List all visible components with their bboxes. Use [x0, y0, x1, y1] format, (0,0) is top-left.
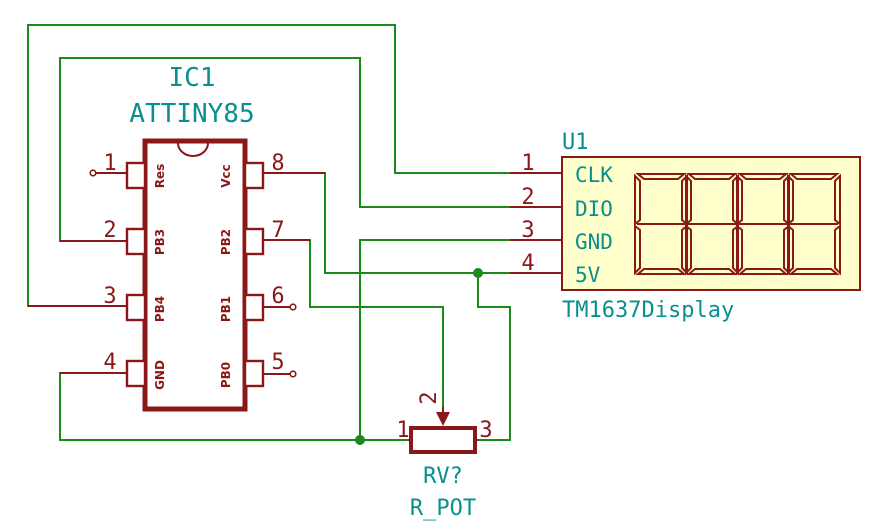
u1-pin-name: GND [575, 230, 613, 254]
u1-pin-name: CLK [575, 163, 613, 187]
ic1-body [142, 138, 248, 412]
ic1-pin-number: 4 [103, 350, 116, 375]
rv-pin-number: 2 [417, 391, 442, 404]
wire-gnd-display [359, 239, 510, 440]
rv-reference: RV? [423, 464, 463, 489]
pot-wiper-arrow [436, 412, 450, 426]
ic1-pin-number: 2 [103, 218, 116, 243]
junction-gnd [355, 435, 365, 445]
ic1-pad-5 [243, 359, 265, 388]
junction-5v [473, 268, 483, 278]
ic1-value: ATTINY85 [129, 99, 254, 129]
ic1-pin-number: 1 [103, 151, 116, 176]
pot-body [409, 426, 477, 454]
wire-5v-pot [477, 273, 511, 441]
no-connect-pin5 [289, 370, 297, 378]
ic1-pad-8 [243, 161, 265, 190]
wires [27, 24, 511, 441]
ic1-pad-6 [243, 293, 265, 322]
digit-4 [787, 173, 841, 276]
ic1-pin-number: 5 [271, 350, 284, 375]
u1-pin-name: DIO [575, 197, 613, 221]
u1-pin-name: 5V [575, 263, 601, 287]
ic1-pin-name: PB4 [153, 296, 167, 322]
ic1-pin-name: PB3 [153, 229, 167, 255]
u1-pin-number: 1 [521, 151, 534, 176]
wire-vcc-5v [258, 172, 510, 274]
no-connect-pin1 [89, 169, 97, 177]
digit-1 [634, 173, 688, 276]
u1-reference: U1 [562, 130, 589, 155]
rv-pin-number: 1 [396, 418, 409, 443]
ic1-pin-name: GND [153, 360, 167, 390]
ic1-pin-name: Vcc [219, 164, 233, 188]
ic1-pad-2 [125, 227, 147, 256]
u1-tm1637-display[interactable]: U1 TM1637Display 1 2 3 4 CLK DIO GND 5V [510, 130, 861, 323]
wire-pb2-wiper [258, 239, 444, 412]
ic1-pin-number: 7 [271, 218, 284, 243]
u1-pin-number: 3 [521, 218, 534, 243]
ic1-notch [177, 142, 209, 157]
ic1-pin-name: PB2 [219, 229, 233, 255]
no-connect-pin6 [289, 303, 297, 311]
wire-pb3-dio [59, 57, 510, 242]
rv-potentiometer[interactable]: 1 2 3 RV? R_POT [396, 391, 492, 521]
rv-pin-number: 3 [479, 418, 492, 443]
ic1-pin-number: 3 [103, 284, 116, 309]
u1-value: TM1637Display [562, 298, 734, 323]
rv-value: R_POT [410, 496, 476, 521]
ic1-pad-1 [125, 161, 147, 190]
ic1-pin-number: 8 [271, 151, 284, 176]
ic1-attiny85[interactable]: IC1 ATTINY85 1 Res 2 PB3 3 PB4 4 GND 8 V… [28, 63, 325, 412]
ic1-pin-name: PB0 [219, 362, 233, 388]
u1-pin-number: 2 [521, 185, 534, 210]
ic1-pad-7 [243, 227, 265, 256]
ic1-pad-4 [125, 359, 147, 388]
wire-pb4-clk [27, 24, 510, 307]
u1-pin-number: 4 [521, 251, 534, 276]
ic1-pin-number: 6 [271, 284, 284, 309]
ic1-pin-name: Res [153, 164, 167, 189]
seven-segment-digits [634, 173, 841, 276]
ic1-pin-name: PB1 [219, 296, 233, 322]
ic1-pad-3 [125, 293, 147, 322]
ic1-reference: IC1 [169, 63, 216, 93]
